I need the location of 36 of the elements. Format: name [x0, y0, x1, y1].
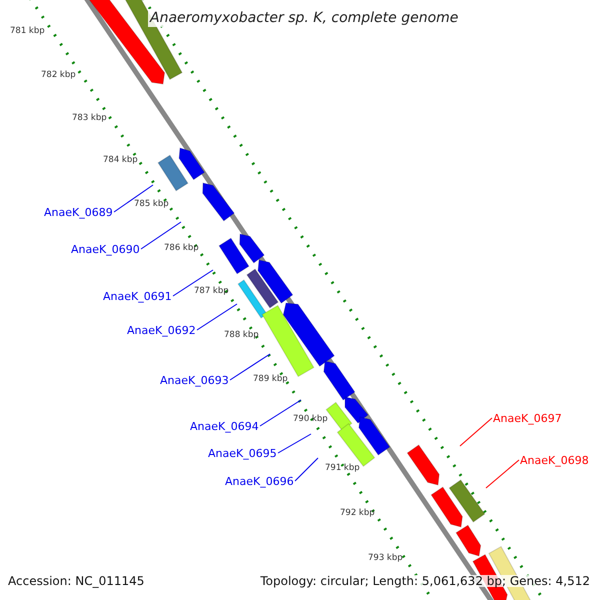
scale-label: 789 kbp [253, 374, 288, 383]
title: Anaeromyxobacter sp. K, complete genome [148, 9, 460, 27]
scale-label: 792 kbp [340, 508, 375, 517]
scale-label: 784 kbp [103, 156, 138, 164]
leader-line [260, 400, 302, 426]
gene-label: AnaeK_0695 [208, 448, 277, 458]
gene-label: AnaeK_0691 [103, 290, 172, 302]
leader-line [196, 304, 238, 330]
leader-line [230, 354, 270, 380]
scale-label: 791 kbp [325, 464, 360, 472]
leader-line [460, 418, 492, 446]
leader-line [114, 184, 154, 212]
leader-line [278, 434, 312, 454]
scale-label: 788 kbp [224, 330, 259, 339]
gene-label: AnaeK_0690 [71, 244, 140, 254]
scale-label: 793 kbp [368, 554, 403, 562]
scale-label: 786 kbp [164, 244, 199, 252]
gene-label: AnaeK_0697 [493, 412, 562, 424]
footer-text: Topology: circular; Length: 5,061,632 bp; Genes: 4,512 [260, 575, 590, 587]
leader-line [486, 460, 520, 488]
leader-line [140, 222, 182, 250]
scale-label: 785 kbp [134, 200, 169, 208]
leader-line [294, 458, 318, 482]
gene-label: AnaeK_0694 [190, 420, 259, 432]
scale-label: 782 kbp [41, 70, 76, 79]
gene-label: AnaeK_0696 [225, 476, 294, 486]
scale-label: 781 kbp [10, 26, 45, 35]
scale-label: 787 kbp [194, 286, 229, 295]
gene-label: AnaeK_0689 [44, 206, 113, 218]
footer-text: Accession: NC_011145 [8, 575, 144, 587]
gene-label: AnaeK_0692 [127, 324, 196, 336]
gene-label: AnaeK_0693 [160, 374, 229, 386]
leader-line [172, 270, 214, 296]
scale-label: 790 kbp [293, 414, 328, 423]
gene-label: AnaeK_0698 [520, 454, 589, 466]
scale-label: 783 kbp [72, 114, 107, 122]
